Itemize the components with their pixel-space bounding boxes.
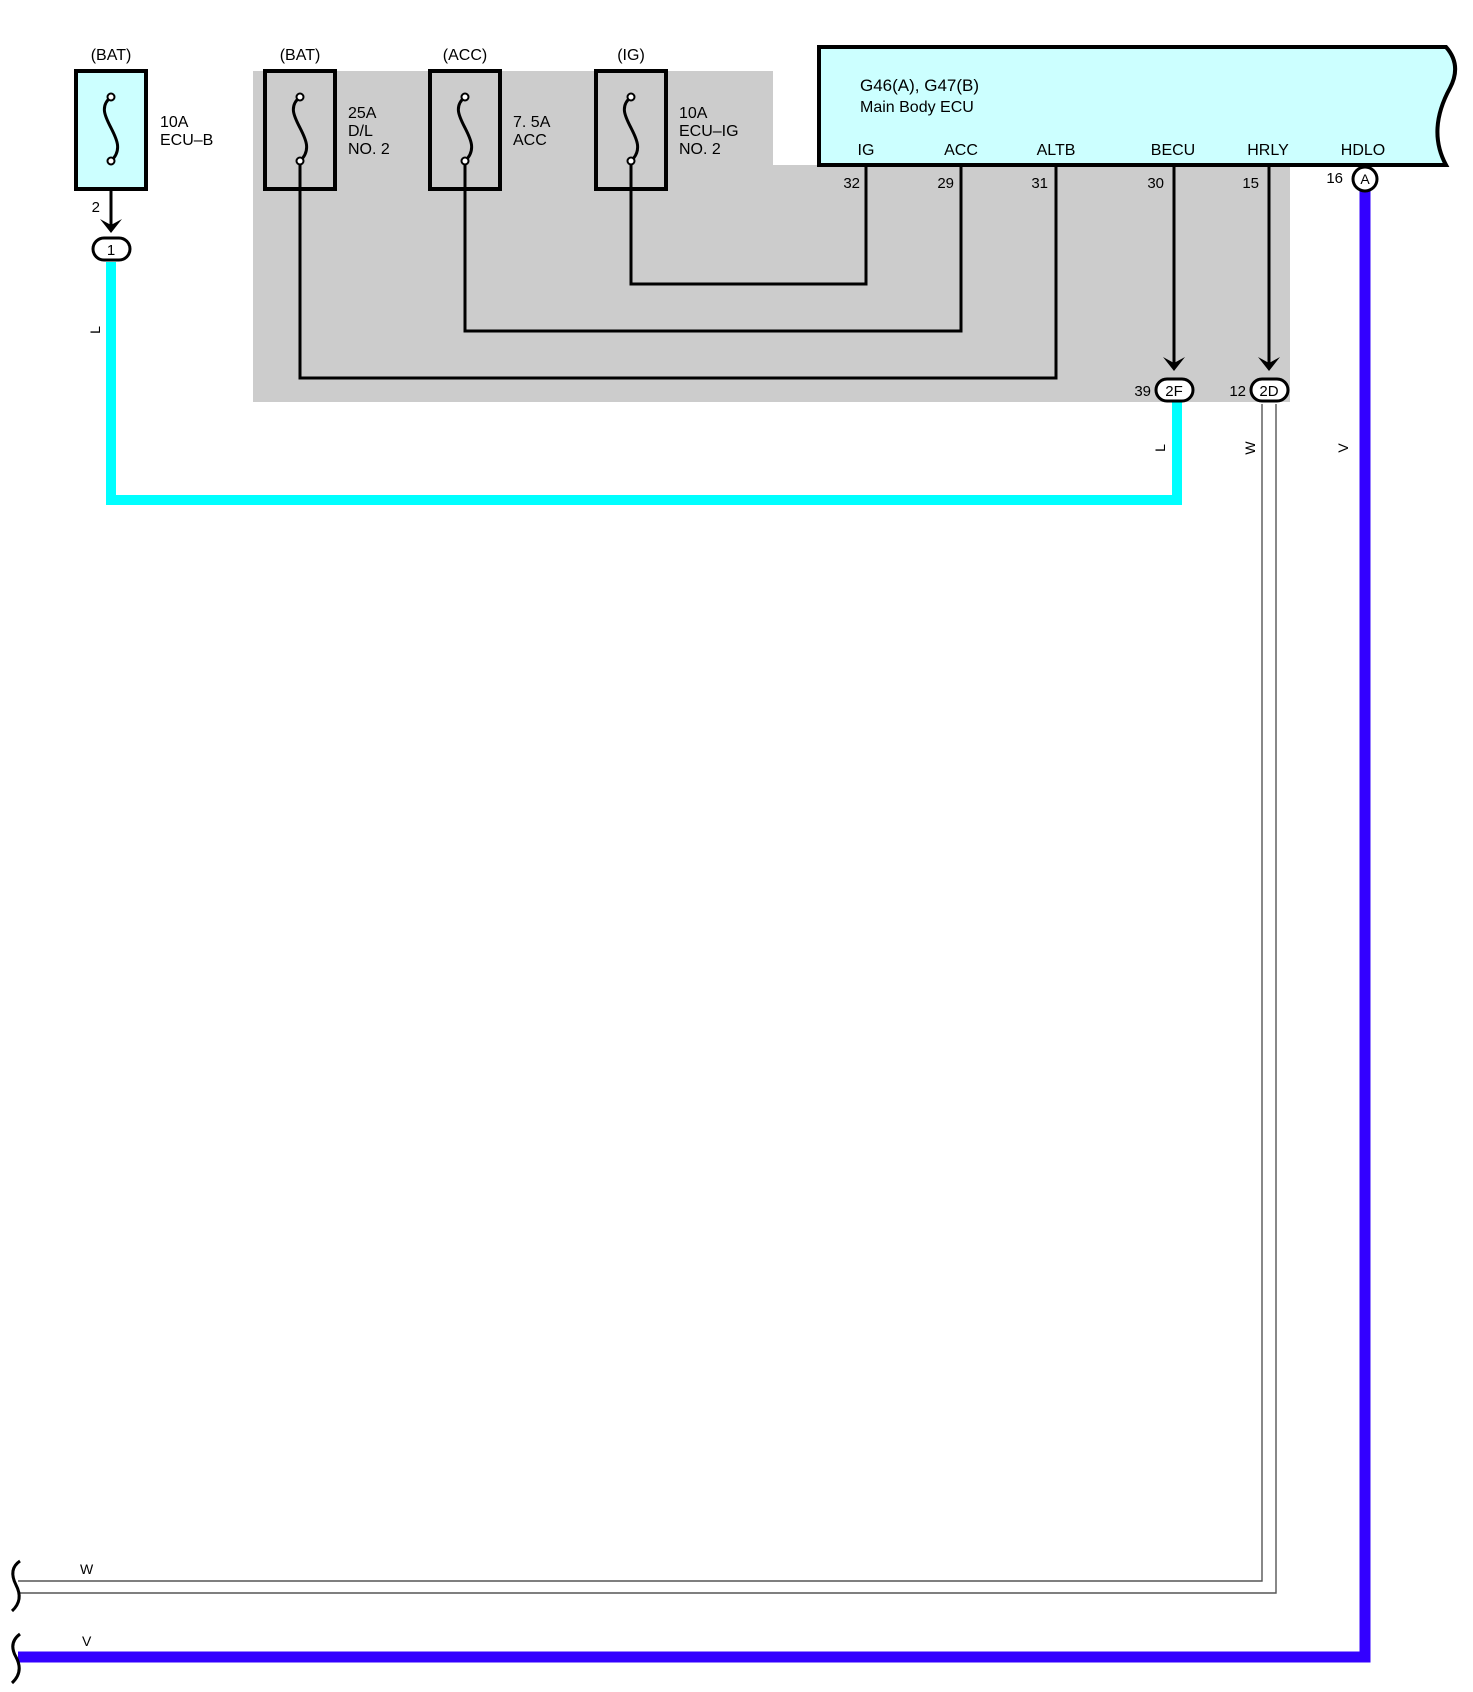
terminal-hdlo-name: HDLO — [1341, 142, 1385, 159]
junction-block — [253, 71, 1290, 402]
fuse-ecu-b-pin: 2 — [92, 199, 100, 216]
wire-w-inner — [18, 404, 1277, 1594]
wire-label-w-vertical: W — [1242, 441, 1258, 455]
fuse-acc: (ACC) 7. 5A ACC — [428, 47, 551, 191]
fuse-ecu-ig-no2: (IG) 10A ECU–IG NO. 2 — [594, 47, 739, 191]
wire-label-l-left: L — [87, 326, 103, 334]
fuse-dl-no2-terminal-bottom — [295, 156, 305, 166]
fuse-ecu-b: (BAT) 10A ECU–B — [74, 47, 213, 191]
fuse-dl-no2-source: (BAT) — [280, 47, 321, 64]
fuse-dl-no2-rating: 25A — [348, 105, 377, 122]
wire-ig-internal — [629, 161, 868, 286]
fuse-ecu-ig-no2-box — [594, 69, 668, 191]
arrow-ecu-b — [100, 219, 122, 233]
wire-acc-internal — [463, 161, 963, 333]
wire-w-pair — [18, 404, 1277, 1594]
fuse-ecu-ig-no2-rating: 10A — [679, 105, 708, 122]
connector-2d-pin: 12 — [1229, 383, 1246, 400]
fuse-ecu-b-terminal-bottom — [106, 156, 116, 166]
terminal-becu-pin: 30 — [1147, 175, 1164, 192]
connector-1-label: 1 — [107, 242, 115, 259]
fuse-dl-no2-name-line2: NO. 2 — [348, 141, 390, 158]
connector-2f — [1154, 377, 1195, 403]
connector-2d — [1249, 377, 1290, 403]
wire-w-break-mark — [10, 1559, 21, 1613]
terminal-altb-pin: 31 — [1031, 175, 1048, 192]
terminal-hrly-pin: 15 — [1242, 175, 1259, 192]
fuse-dl-no2-symbol — [291, 95, 309, 163]
ecu-title: G46(A), G47(B) — [860, 76, 979, 95]
fuse-ecu-ig-no2-terminal-top — [626, 92, 636, 102]
wire-altb-internal — [298, 161, 1058, 380]
arrow-hrly — [1258, 357, 1280, 371]
terminal-acc-name: ACC — [944, 142, 978, 159]
fuse-ecu-b-terminal-top — [106, 92, 116, 102]
fuse-acc-source: (ACC) — [443, 47, 487, 64]
fuse-ecu-b-name: ECU–B — [160, 132, 213, 149]
fuse-ecu-b-rating: 10A — [160, 114, 189, 131]
terminal-ig-name: IG — [858, 142, 875, 159]
connector-2d-label: 2D — [1259, 383, 1278, 400]
wire-v-break-mark — [10, 1632, 21, 1685]
main-body-ecu-box — [817, 45, 1458, 167]
fuse-ecu-b-symbol — [102, 95, 120, 163]
fuse-acc-name: ACC — [513, 132, 547, 149]
terminal-ig-pin: 32 — [843, 175, 860, 192]
fuse-dl-no2-name-line1: D/L — [348, 123, 373, 140]
fuse-acc-box — [428, 69, 502, 191]
wire-v — [18, 191, 1371, 1663]
fuse-ecu-b-source: (BAT) — [91, 47, 132, 64]
wire-label-v-bottom: V — [82, 1633, 92, 1649]
fuse-acc-terminal-bottom — [460, 156, 470, 166]
terminal-acc-pin: 29 — [937, 175, 954, 192]
terminal-hdlo-pin: 16 — [1326, 170, 1343, 187]
fuse-ecu-ig-no2-terminal-bottom — [626, 156, 636, 166]
fuse-acc-symbol — [456, 95, 474, 163]
connector-a-label: A — [1360, 171, 1370, 187]
fuse-dl-no2: (BAT) 25A D/L NO. 2 — [263, 47, 390, 191]
wire-label-w-bottom: W — [80, 1561, 94, 1577]
internal-wires — [109, 161, 1271, 380]
fuse-ecu-ig-no2-name-line2: NO. 2 — [679, 141, 721, 158]
wire-l — [106, 262, 1182, 505]
fuse-ecu-ig-no2-symbol — [622, 95, 640, 163]
fuse-acc-terminal-top — [460, 92, 470, 102]
terminal-becu-name: BECU — [1151, 142, 1195, 159]
fuse-acc-rating: 7. 5A — [513, 114, 551, 131]
fuse-dl-no2-terminal-top — [295, 92, 305, 102]
connector-1 — [91, 236, 132, 262]
connector-2f-label: 2F — [1165, 383, 1183, 400]
fuse-dl-no2-box — [263, 69, 337, 191]
arrow-becu — [1163, 357, 1185, 371]
wire-w-outer — [18, 404, 1263, 1582]
fuse-ecu-ig-no2-name-line1: ECU–IG — [679, 123, 739, 140]
fuse-ecu-ig-no2-source: (IG) — [617, 47, 645, 64]
terminal-altb-name: ALTB — [1037, 142, 1076, 159]
wire-label-v-vertical: V — [1335, 443, 1351, 453]
wire-label-l-right: L — [1152, 444, 1168, 452]
connector-a — [1351, 165, 1379, 193]
ecu-subtitle: Main Body ECU — [860, 99, 974, 116]
terminal-hrly-name: HRLY — [1247, 142, 1289, 159]
connector-2f-pin: 39 — [1134, 383, 1151, 400]
